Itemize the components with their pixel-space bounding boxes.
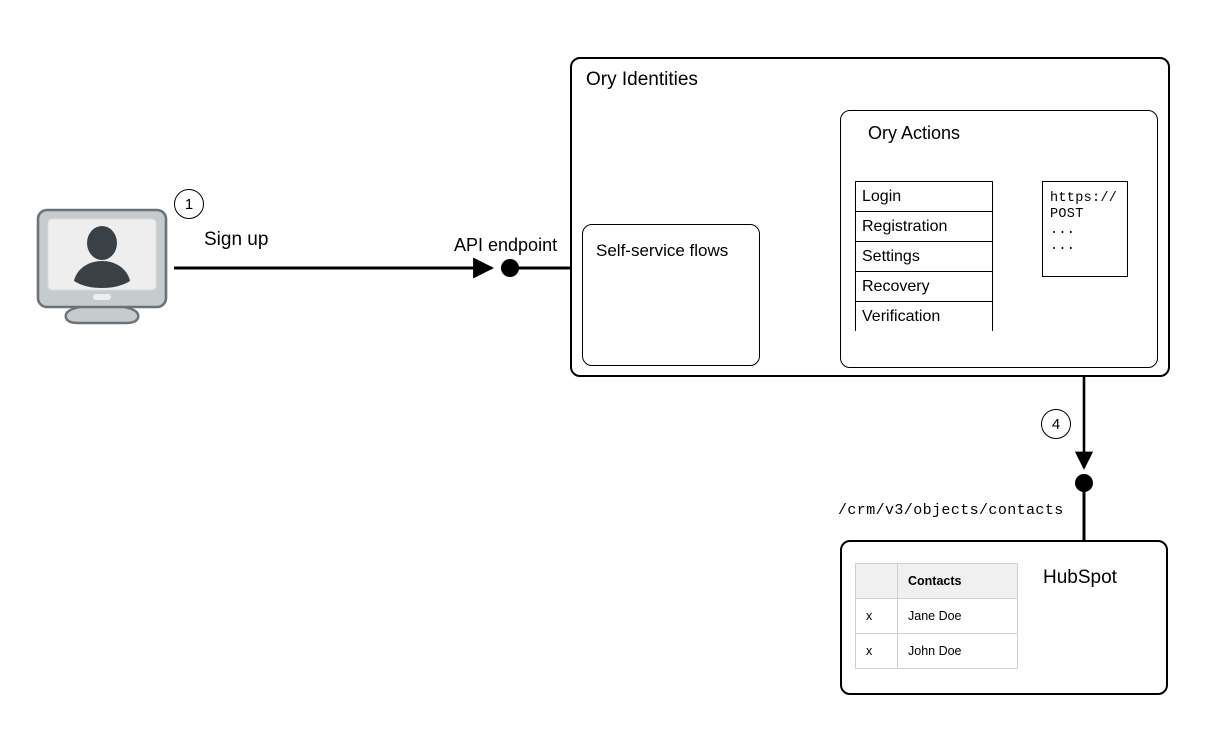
contact-name: Jane Doe [897, 598, 1018, 634]
flow-row-settings[interactable]: Settings [856, 242, 992, 272]
contact-name: John Doe [897, 633, 1018, 669]
step-marker-4: 4 [1041, 409, 1071, 439]
ory-identities-title: Ory Identities [586, 69, 698, 90]
self-service-flows-title: Self-service flows [596, 241, 729, 260]
hubspot-title: HubSpot [1043, 567, 1117, 588]
flow-row-recovery[interactable]: Recovery [856, 272, 992, 302]
hubspot-endpoint-path-label: /crm/v3/objects/contacts [838, 502, 1064, 519]
api-endpoint-dot [501, 259, 519, 277]
row-select-marker[interactable]: x [855, 598, 898, 634]
signup-label: Sign up [204, 229, 269, 250]
api-endpoint-label: API endpoint [454, 235, 558, 255]
table-row[interactable]: x Jane Doe [855, 598, 1018, 634]
table-row[interactable]: x John Doe [855, 633, 1018, 669]
self-service-flows-box [582, 224, 760, 366]
flow-row-registration[interactable]: Registration [856, 212, 992, 242]
column-header-contacts: Contacts [897, 563, 1018, 599]
webhook-note-line-2: POST [1050, 207, 1084, 222]
webhook-note-line-1: https:// [1050, 191, 1118, 206]
user-monitor-icon [36, 208, 168, 325]
row-select-marker[interactable]: x [855, 633, 898, 669]
ory-actions-flow-list: Login Registration Settings Recovery Ver… [855, 181, 993, 332]
webhook-note-box: https:// POST ... ... [1042, 181, 1128, 277]
table-header-row: Contacts [855, 563, 1018, 599]
webhook-note-line-3: ... [1050, 223, 1076, 238]
step-marker-1: 1 [174, 189, 204, 219]
column-header-select [855, 563, 898, 599]
ory-actions-title: Ory Actions [868, 123, 961, 143]
flow-row-login[interactable]: Login [856, 182, 992, 212]
contacts-table: Contacts x Jane Doe x John Doe [855, 563, 1018, 669]
flow-row-verification[interactable]: Verification [856, 302, 992, 332]
webhook-note-line-4: ... [1050, 239, 1076, 254]
